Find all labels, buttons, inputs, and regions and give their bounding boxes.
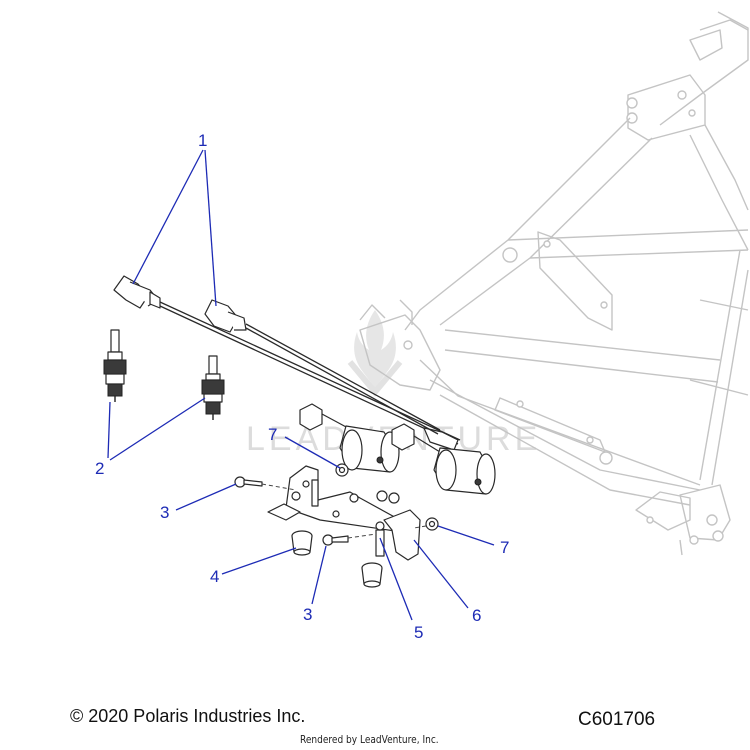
callout-3b: 3	[303, 605, 312, 624]
callout-labels: 1 2 3 3 4 5 6 7 7	[95, 131, 509, 642]
ignition-coil-2	[391, 423, 496, 495]
callout-4: 4	[210, 567, 219, 586]
rubber-spacer-2	[361, 562, 383, 588]
callout-7b: 7	[500, 538, 509, 557]
coil-bracket	[267, 465, 403, 533]
callout-1: 1	[198, 131, 207, 150]
small-nuts	[376, 490, 400, 504]
rendered-by-text: Rendered by LeadVenture, Inc.	[300, 733, 439, 746]
rubber-spacer-1	[291, 530, 313, 556]
spark-plug-wire-1	[113, 275, 461, 451]
spark-plug-wire-2	[204, 299, 441, 435]
callout-5: 5	[414, 623, 423, 642]
bolt-3b	[322, 533, 377, 546]
callout-6: 6	[472, 606, 481, 625]
spark-plug-1	[103, 329, 127, 402]
mount-bracket	[375, 509, 421, 561]
copyright-text: © 2020 Polaris Industries Inc.	[70, 706, 306, 726]
callout-2: 2	[95, 459, 104, 478]
callout-3a: 3	[160, 503, 169, 522]
nut-7a	[335, 463, 349, 477]
callout-7a: 7	[268, 425, 277, 444]
vehicle-frame	[359, 11, 749, 556]
ignition-coil-1	[299, 403, 400, 473]
nut-7b	[413, 517, 439, 531]
leader-lines	[107, 149, 495, 621]
bolt-3a	[234, 476, 297, 491]
spark-plug-2	[201, 355, 225, 420]
drawing-code: C601706	[578, 709, 656, 730]
